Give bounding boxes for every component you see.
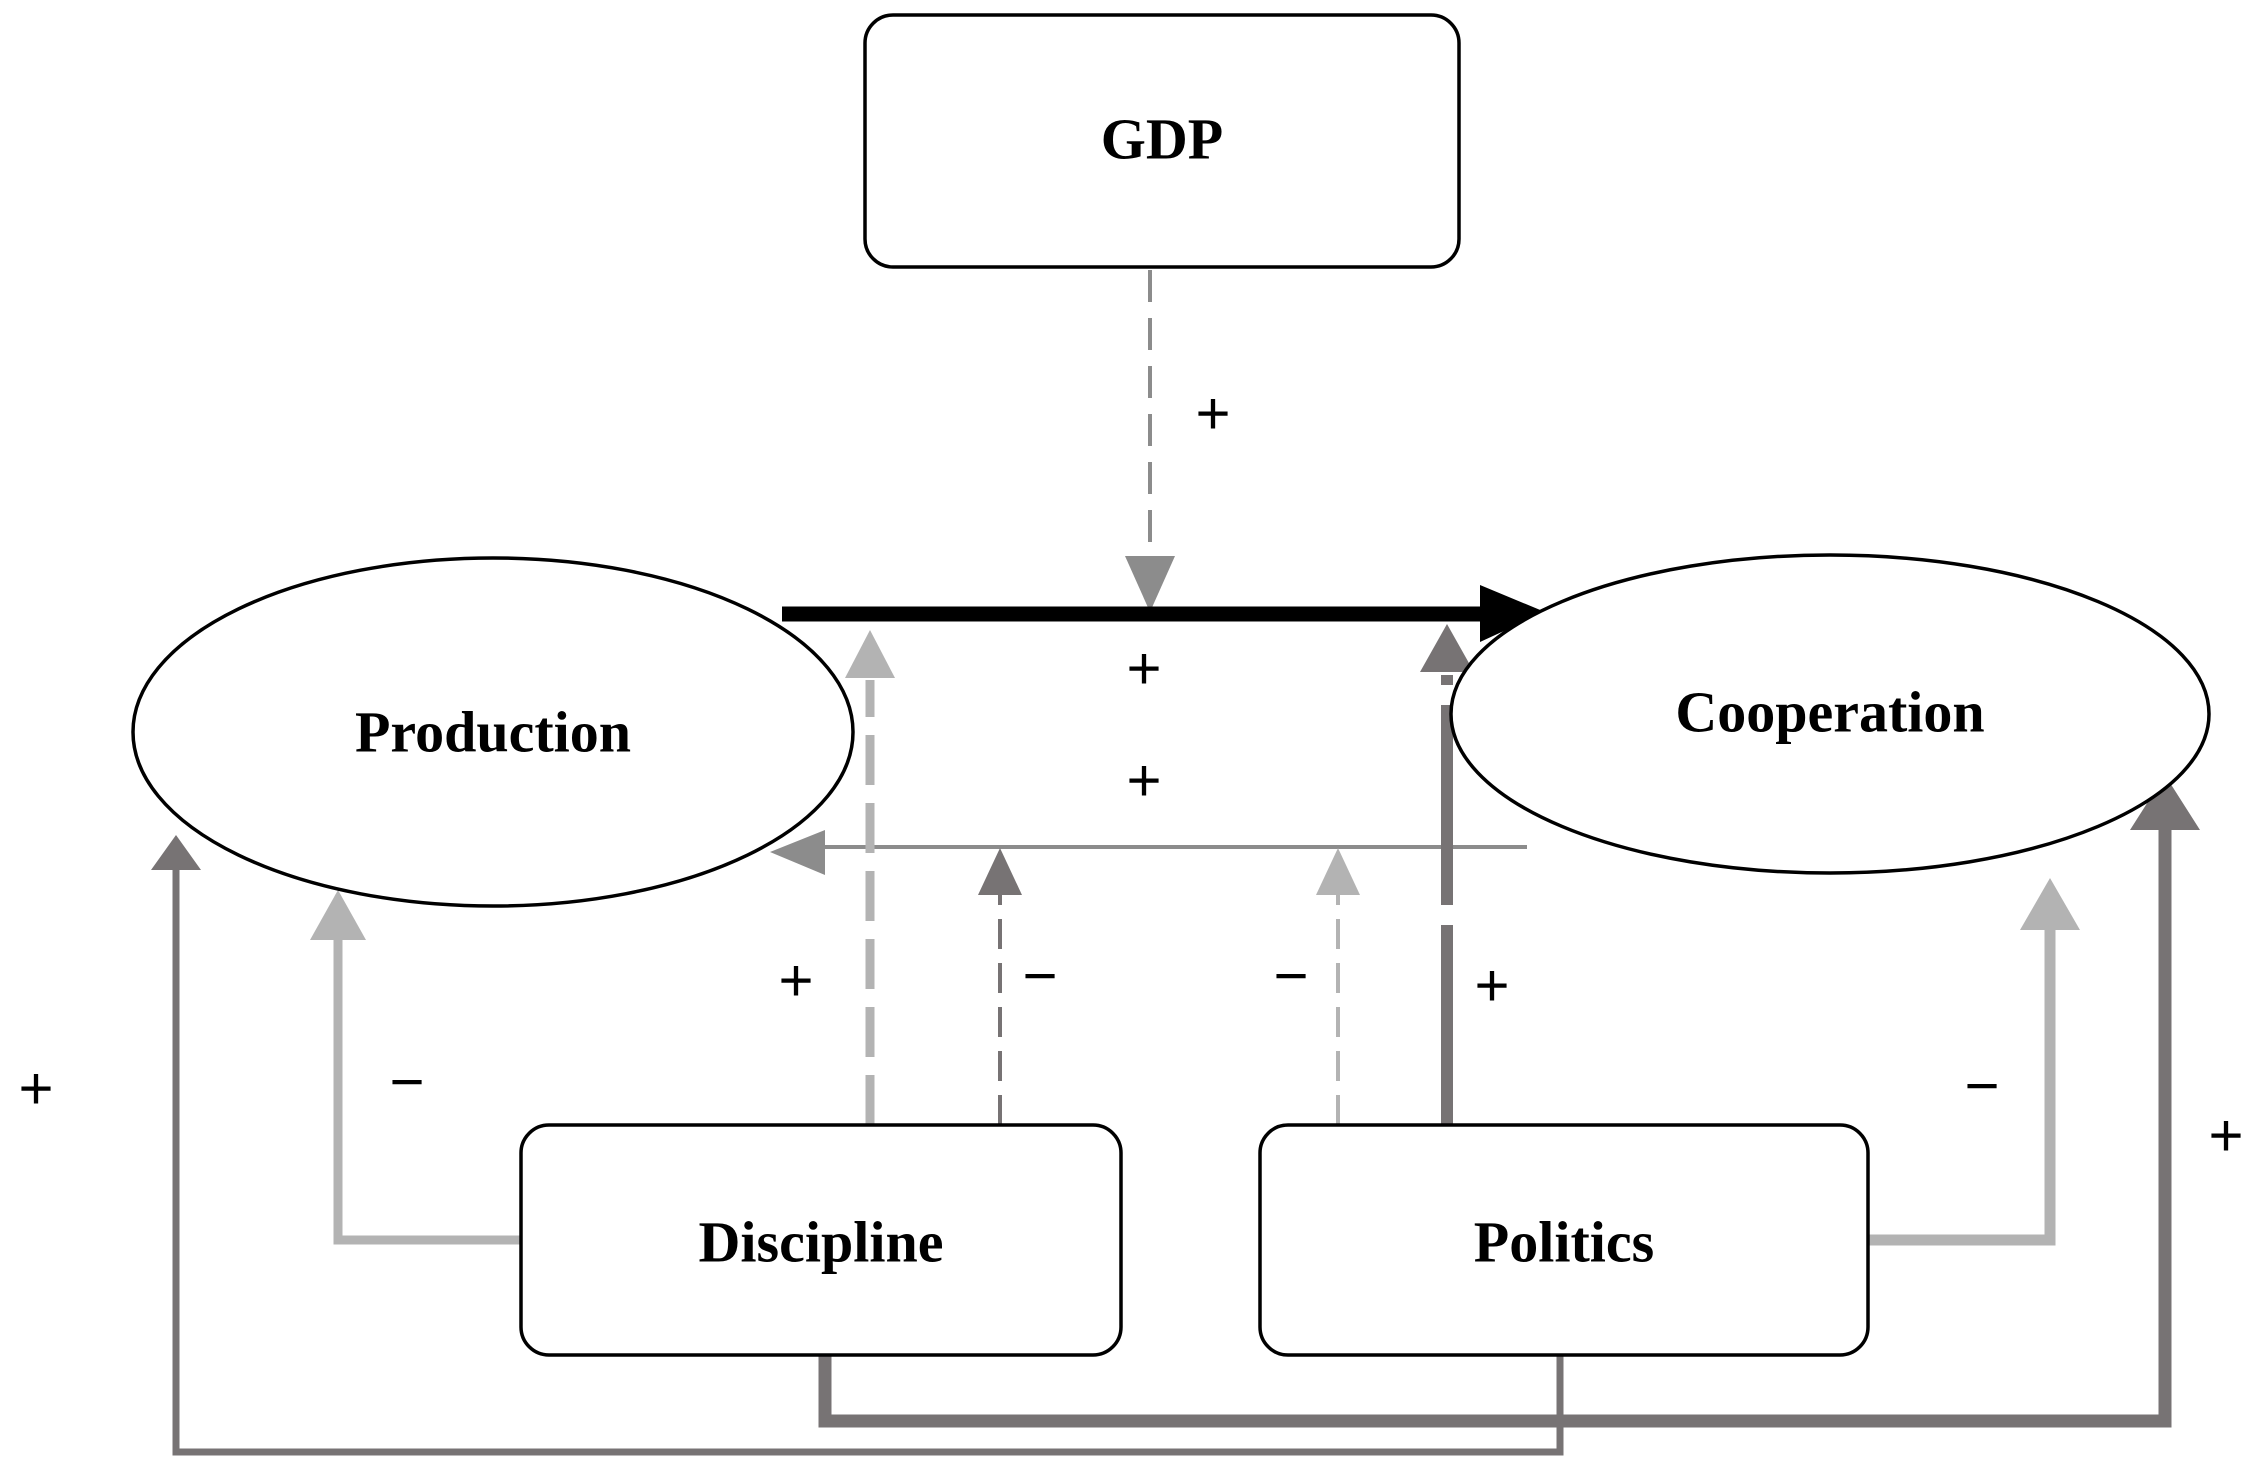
sign-discipline-mod-minus: − [1022,942,1057,1009]
arrowhead-discipline-to-production [310,890,366,940]
sign-main-upper: + [1126,635,1161,702]
node-cooperation: Cooperation [1449,553,2211,875]
arrowhead-cooperation-to-production [770,830,825,875]
node-discipline-label: Discipline [699,1209,944,1274]
node-politics: Politics [1258,1123,1870,1357]
arrow-discipline-to-cooperation [818,810,2172,1428]
sign-discipline-mod-plus: + [778,947,813,1014]
arrow-politics-to-production [172,855,1564,1456]
sign-politics-mod-plus: + [1474,952,1509,1019]
sign-politics-to-production: + [18,1055,53,1122]
arrowhead-gdp-moderates-main [1125,556,1175,612]
node-gdp: GDP [863,13,1461,269]
node-production: Production [131,556,855,908]
sign-discipline-to-production: − [389,1048,424,1115]
node-gdp-label: GDP [1101,106,1223,171]
sign-gdp-moderation: + [1195,380,1230,447]
sign-politics-to-cooperation: − [1964,1052,1999,1119]
node-production-label: Production [355,699,631,764]
arrow-discipline-to-production [333,930,521,1245]
arrowhead-discipline-to-cooperation [2130,775,2200,830]
sign-politics-mod-minus: − [1273,942,1308,1009]
arrowhead-discipline-moderates-reverse-minus [978,848,1022,895]
arrowhead-politics-moderates-main-plus [1420,624,1474,672]
sign-discipline-to-cooperation: + [2208,1102,2243,1169]
sign-main-lower: + [1126,747,1161,814]
arrowhead-production-to-cooperation [1480,585,1545,642]
arrowhead-politics-moderates-reverse-minus [1316,848,1360,895]
arrowhead-politics-to-production [151,835,201,870]
arrow-politics-to-cooperation [1868,920,2056,1246]
arrowhead-politics-to-cooperation [2020,878,2080,930]
arrowhead-discipline-moderates-main-plus [845,630,895,678]
node-politics-label: Politics [1474,1209,1654,1274]
node-discipline: Discipline [519,1123,1123,1357]
node-cooperation-label: Cooperation [1675,679,1984,744]
